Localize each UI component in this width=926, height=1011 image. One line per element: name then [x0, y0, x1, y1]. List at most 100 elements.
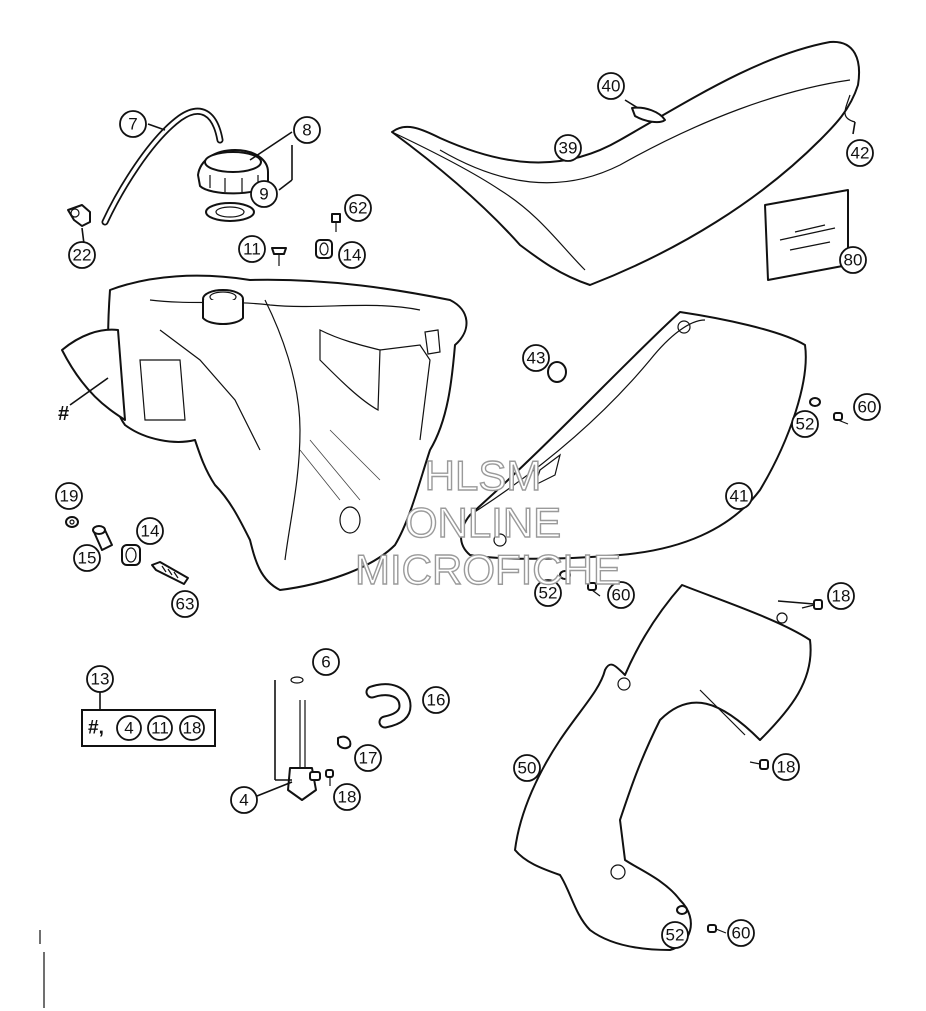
callout-43[interactable]: 43 [522, 344, 550, 372]
svg-text:9: 9 [259, 185, 268, 204]
callout-60-middle[interactable]: 60 [607, 581, 635, 609]
svg-text:15: 15 [78, 549, 97, 568]
svg-text:16: 16 [427, 691, 446, 710]
callout-13[interactable]: 13 [86, 665, 114, 693]
svg-text:18: 18 [338, 788, 357, 807]
ktm-decal [764, 189, 849, 281]
svg-text:39: 39 [559, 139, 578, 158]
margin-marks [39, 930, 45, 1008]
callout-80[interactable]: 80 [839, 246, 867, 274]
bushing-15 [92, 525, 113, 551]
callout-63[interactable]: 63 [171, 590, 199, 618]
clamp-17 [337, 735, 352, 750]
callout-4[interactable]: 4 [230, 786, 258, 814]
side-panel-lower [514, 584, 812, 951]
callout-41[interactable]: 41 [725, 482, 753, 510]
callout-52-lower[interactable]: 52 [661, 921, 689, 949]
callout-18-tap[interactable]: 18 [333, 783, 361, 811]
kit-box: #, 4 11 18 [81, 692, 216, 747]
svg-text:4: 4 [239, 791, 248, 810]
screw-18-mid [749, 759, 769, 770]
callout-18-mid[interactable]: 18 [772, 753, 800, 781]
svg-text:52: 52 [796, 415, 815, 434]
callout-19[interactable]: 19 [55, 482, 83, 510]
washer-52-lower [676, 905, 688, 915]
svg-text:18: 18 [777, 758, 796, 777]
svg-text:50: 50 [518, 759, 537, 778]
screw-18-tap [325, 769, 334, 786]
svg-text:11: 11 [151, 719, 169, 738]
svg-text:7: 7 [128, 115, 137, 134]
svg-text:62: 62 [349, 199, 368, 218]
callout-42[interactable]: 42 [846, 139, 874, 167]
bolt-63 [151, 561, 189, 585]
callout-14-top[interactable]: 14 [338, 241, 366, 269]
watermark: HLSM ONLINE MICROFICHE [354, 451, 621, 593]
kit-item-18[interactable]: 18 [179, 715, 205, 741]
bushing-14-left [121, 544, 141, 566]
svg-text:11: 11 [243, 240, 261, 259]
svg-text:13: 13 [91, 670, 110, 689]
kit-item-11[interactable]: 11 [147, 715, 173, 741]
washer-19 [65, 516, 79, 528]
callout-62[interactable]: 62 [344, 194, 372, 222]
seat [391, 40, 860, 286]
side-panel-upper [460, 311, 807, 560]
svg-text:60: 60 [732, 924, 751, 943]
hose-16 [365, 683, 412, 729]
washer-52-upper [809, 397, 821, 407]
svg-text:18: 18 [183, 719, 202, 738]
callout-18-upper[interactable]: 18 [827, 582, 855, 610]
svg-text:42: 42 [851, 144, 870, 163]
callout-40[interactable]: 40 [597, 72, 625, 100]
watermark-line-3: MICROFICHE [355, 546, 621, 593]
callout-6[interactable]: 6 [312, 648, 340, 676]
callout-22[interactable]: 22 [68, 241, 96, 269]
fuel-cap [197, 149, 269, 222]
fuel-hose [101, 107, 224, 226]
svg-text:40: 40 [602, 77, 621, 96]
svg-text:22: 22 [73, 246, 92, 265]
callout-52-upper[interactable]: 52 [791, 410, 819, 438]
svg-text:60: 60 [612, 586, 631, 605]
callout-39[interactable]: 39 [554, 134, 582, 162]
fuel-tank [61, 274, 468, 591]
svg-text:4: 4 [124, 719, 133, 738]
callout-60-lower[interactable]: 60 [727, 919, 755, 947]
washer-52-middle [559, 570, 571, 580]
callout-15[interactable]: 15 [73, 544, 101, 572]
screw-62 [331, 213, 341, 232]
svg-text:19: 19 [60, 487, 79, 506]
kit-item-4[interactable]: 4 [116, 715, 142, 741]
callout-52-middle[interactable]: 52 [534, 579, 562, 607]
cap-43 [547, 361, 567, 383]
tank-marker: # [58, 403, 69, 425]
callout-17[interactable]: 17 [354, 744, 382, 772]
callout-14-left[interactable]: 14 [136, 517, 164, 545]
svg-text:18: 18 [832, 587, 851, 606]
elbow-fitting [67, 204, 91, 227]
callout-9[interactable]: 9 [250, 180, 278, 208]
svg-text:41: 41 [730, 487, 749, 506]
svg-text:80: 80 [844, 251, 863, 270]
callout-11[interactable]: 11 [238, 235, 266, 263]
svg-text:17: 17 [359, 749, 378, 768]
svg-text:52: 52 [666, 926, 685, 945]
screw-60-lower [707, 924, 727, 934]
callout-50[interactable]: 50 [513, 754, 541, 782]
callout-16[interactable]: 16 [422, 686, 450, 714]
svg-text:14: 14 [343, 246, 362, 265]
callout-8[interactable]: 8 [293, 116, 321, 144]
fuel-tap [287, 676, 321, 801]
screw-60-middle [587, 582, 601, 597]
svg-text:6: 6 [321, 653, 330, 672]
svg-text:63: 63 [176, 595, 195, 614]
callout-60-upper[interactable]: 60 [853, 393, 881, 421]
svg-text:60: 60 [858, 398, 877, 417]
svg-text:43: 43 [527, 349, 546, 368]
callout-7[interactable]: 7 [119, 110, 147, 138]
svg-text:8: 8 [302, 121, 311, 140]
kit-prefix: #, [88, 718, 104, 739]
screw-11 [271, 247, 287, 266]
